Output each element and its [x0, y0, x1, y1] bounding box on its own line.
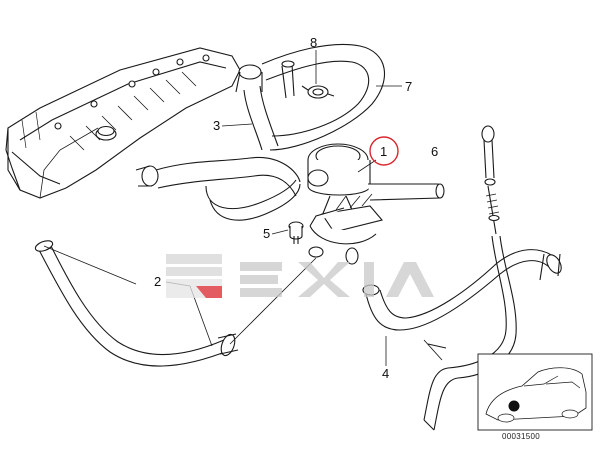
callout-8: 8 [310, 35, 318, 50]
callout-2: 2 [154, 274, 162, 289]
callout-6: 6 [431, 144, 439, 159]
clamp-part-8 [301, 85, 335, 99]
bolt-part-5 [288, 221, 304, 244]
callout-3: 3 [213, 118, 221, 133]
locator-dot [508, 400, 520, 412]
watermark-logo [166, 254, 434, 298]
valve-cover [5, 47, 241, 199]
highlight-circle-part-1 [369, 136, 399, 166]
callout-5: 5 [263, 226, 271, 241]
dipstick-part-6 [423, 125, 517, 431]
diagram-id: 00031500 [502, 432, 540, 441]
callout-4: 4 [382, 366, 390, 381]
callout-7: 7 [405, 79, 413, 94]
callout-1: 1 [380, 144, 388, 159]
oil-separator-part-1 [307, 143, 445, 265]
car-locator-thumbnail [477, 353, 593, 431]
hose-part-7 [205, 43, 386, 221]
hose-part-3 [135, 64, 301, 197]
